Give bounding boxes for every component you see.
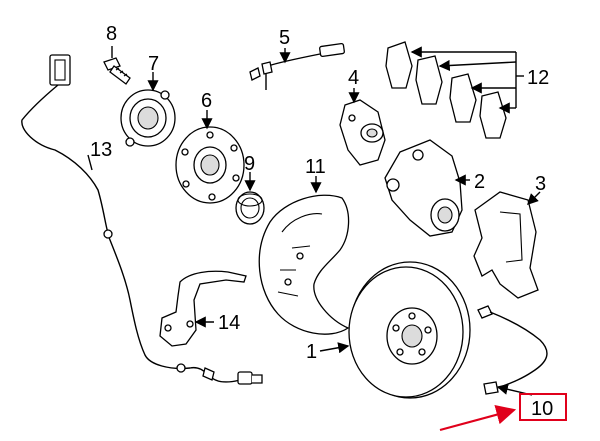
part-3-mounting-bracket: [473, 191, 539, 299]
part-8-bolt: [103, 57, 131, 85]
leader-lines: [87, 46, 541, 396]
callout-8: 8: [106, 23, 117, 45]
callout-12: 12: [527, 67, 549, 89]
part-4-caliper-bracket: [339, 99, 386, 166]
callout-6: 6: [201, 90, 212, 112]
callout-13: 13: [90, 139, 112, 161]
callout-2: 2: [474, 171, 485, 193]
part-13-abs-sensor-cable: [21, 54, 263, 385]
part-6-hub: [175, 126, 245, 204]
part-1-brake-rotor: [348, 261, 471, 399]
callout-7: 7: [148, 53, 159, 75]
part-11-splash-shield: [258, 194, 350, 335]
part-5-wear-sensor: [249, 42, 345, 90]
callout-5: 5: [279, 27, 290, 49]
callout-4: 4: [348, 67, 359, 89]
callout-3: 3: [535, 173, 546, 195]
callout-labels: 8 7 6 13 9 5 4 11 2 3 12 1 14: [90, 23, 549, 363]
callout-1: 1: [306, 341, 317, 363]
part-10-speed-sensor: [477, 305, 548, 395]
part-2-caliper: [384, 139, 463, 237]
part-9-seal: [235, 191, 265, 225]
highlight-callout-10: 10: [439, 393, 567, 432]
callout-14: 14: [218, 312, 240, 334]
part-7-wheel-bearing: [120, 89, 176, 147]
part-14-sensor-bracket: [159, 270, 247, 347]
highlight-arrow: [439, 405, 517, 432]
part-12-brake-pads: [385, 41, 507, 139]
callout-9: 9: [244, 153, 255, 175]
callout-11: 11: [305, 156, 326, 178]
callout-10: 10: [531, 398, 553, 420]
highlight-box: [519, 393, 567, 421]
